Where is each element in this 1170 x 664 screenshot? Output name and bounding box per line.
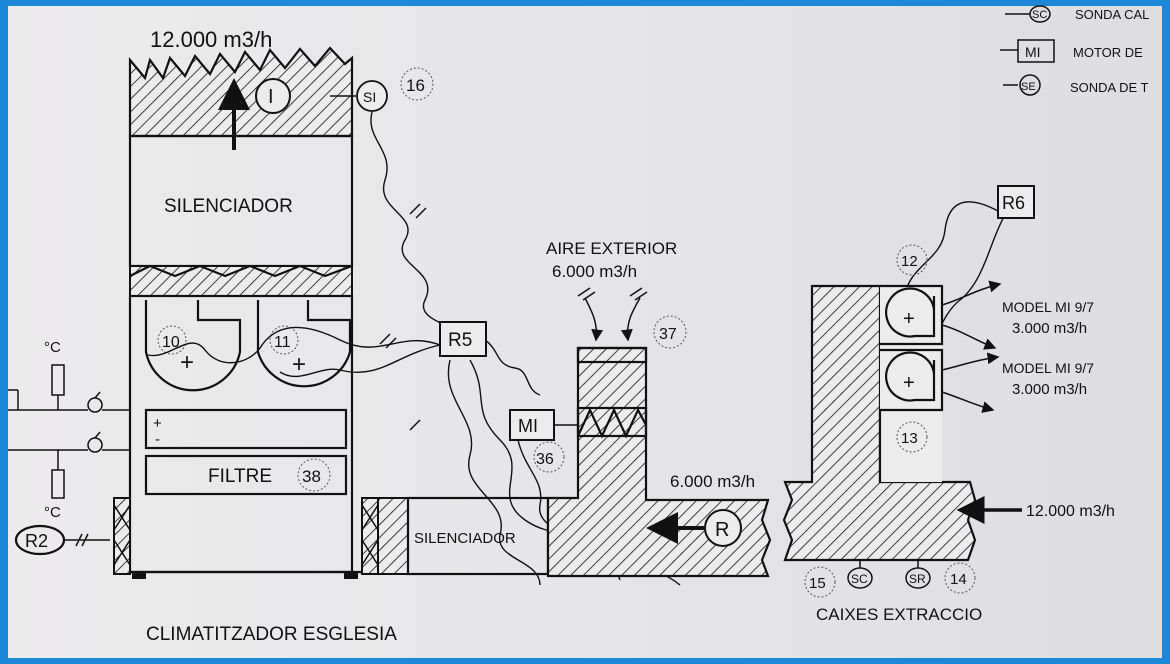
sensor-sr-label: SR <box>909 572 926 586</box>
extract-fan-2-model: MODEL MI 9/7 <box>1002 360 1094 376</box>
sensor-si-number: 16 <box>406 76 425 95</box>
outside-air-airflow: 6.000 m3/h <box>552 262 637 281</box>
outside-air-filter <box>576 406 648 438</box>
climatitzador-title: CLIMATITZADOR ESGLESIA <box>146 624 397 645</box>
temp-sensor-upper <box>51 364 65 396</box>
legend-mi-label: MI <box>1025 44 1041 60</box>
water-valves: °C °C R2 <box>8 339 131 575</box>
filter <box>144 454 348 496</box>
r5-label: R5 <box>448 330 472 351</box>
upper-silencer-label: SILENCIADOR <box>164 196 293 217</box>
legend-se-label: SE <box>1021 81 1036 93</box>
fan-11-center: + <box>292 351 306 378</box>
extraction-sensor-14: 14 <box>950 571 967 588</box>
fan-i-symbol <box>255 78 291 114</box>
outside-air-number: 37 <box>659 326 677 343</box>
temp-sensor-lower <box>51 469 65 499</box>
sensor-sr-symbol <box>905 567 931 589</box>
filter-number: 38 <box>302 467 321 486</box>
coil <box>144 408 348 450</box>
climatitzador-unit: 12.000 m3/h I SILENCIADOR + 10 + 11 + - … <box>128 27 397 645</box>
extract-fan-1-airflow: 3.000 m3/h <box>1012 320 1087 337</box>
extraction-boxes: + + R6 12 MODEL MI 9/7 3.000 m3/h MODEL … <box>782 185 1115 624</box>
outside-air: AIRE EXTERIOR 6.000 m3/h 37 <box>546 239 687 349</box>
filter-label: FILTRE <box>208 466 272 487</box>
return-duct: SILENCIADOR R 6.000 m3/h <box>361 346 772 578</box>
r5-box <box>439 321 487 357</box>
motor-mi: MI 36 <box>509 409 578 473</box>
legend: SC SONDA CAL MI MOTOR DE SE SONDA DE T <box>1000 5 1149 96</box>
extract-fan-1-model: MODEL MI 9/7 <box>1002 299 1094 315</box>
fan-10-center: + <box>180 349 194 376</box>
extraction-sensor-15: 15 <box>809 575 826 592</box>
extraction-box-number: 13 <box>901 430 918 447</box>
extraction-title: CAIXES EXTRACCIO <box>816 605 982 624</box>
coil-plus: + <box>153 415 162 432</box>
legend-sc-label: SC <box>1032 9 1047 21</box>
return-fan-r <box>704 509 742 547</box>
legend-mi-text: MOTOR DE <box>1073 45 1143 60</box>
r6-number: 12 <box>901 253 918 270</box>
temp-unit-lower: °C <box>44 504 61 521</box>
supply-airflow-label: 12.000 m3/h <box>150 27 272 52</box>
fan-10-number: 10 <box>162 334 180 351</box>
mixing-box <box>546 346 772 578</box>
sensor-si-label: SI <box>363 89 376 105</box>
fan-11-housing <box>256 300 352 388</box>
outlet-hatched-section <box>128 46 354 138</box>
extract-fan-2-airflow: 3.000 m3/h <box>1012 381 1087 398</box>
sensor-sc-symbol <box>847 567 873 589</box>
fan-i-label: I <box>268 86 274 108</box>
mi-label: MI <box>518 416 538 436</box>
return-airflow-label: 6.000 m3/h <box>670 472 755 491</box>
legend-sc-symbol <box>1029 5 1051 23</box>
legend-mi-symbol <box>1017 39 1055 63</box>
coil-minus: - <box>155 431 160 448</box>
extract-fan-1-center: + <box>903 308 915 330</box>
sensor-sc-label: SC <box>851 572 868 586</box>
controller-r5: R5 <box>439 321 487 357</box>
return-fan-r-label: R <box>715 519 729 541</box>
legend-sc-text: SONDA CAL <box>1075 7 1149 22</box>
sensor-si: SI 16 <box>330 67 434 112</box>
temp-unit-upper: °C <box>44 339 61 356</box>
extract-fan-2-center: + <box>903 372 915 394</box>
extraction-inlet-airflow: 12.000 m3/h <box>1026 503 1115 520</box>
fan-10-housing <box>144 300 242 392</box>
r6-label: R6 <box>1002 193 1025 213</box>
legend-se-text: SONDA DE T <box>1070 80 1149 95</box>
valve-lower <box>87 437 103 453</box>
fan-11-number: 11 <box>274 334 291 351</box>
sensor-si-symbol <box>356 80 388 112</box>
valve-upper <box>87 397 103 413</box>
r2-label: R2 <box>25 531 48 551</box>
r6-box <box>997 185 1035 219</box>
mi-number: 36 <box>536 451 554 468</box>
return-silencer-label: SILENCIADOR <box>414 530 516 547</box>
outside-air-title: AIRE EXTERIOR <box>546 239 677 258</box>
legend-se-symbol <box>1019 74 1041 96</box>
